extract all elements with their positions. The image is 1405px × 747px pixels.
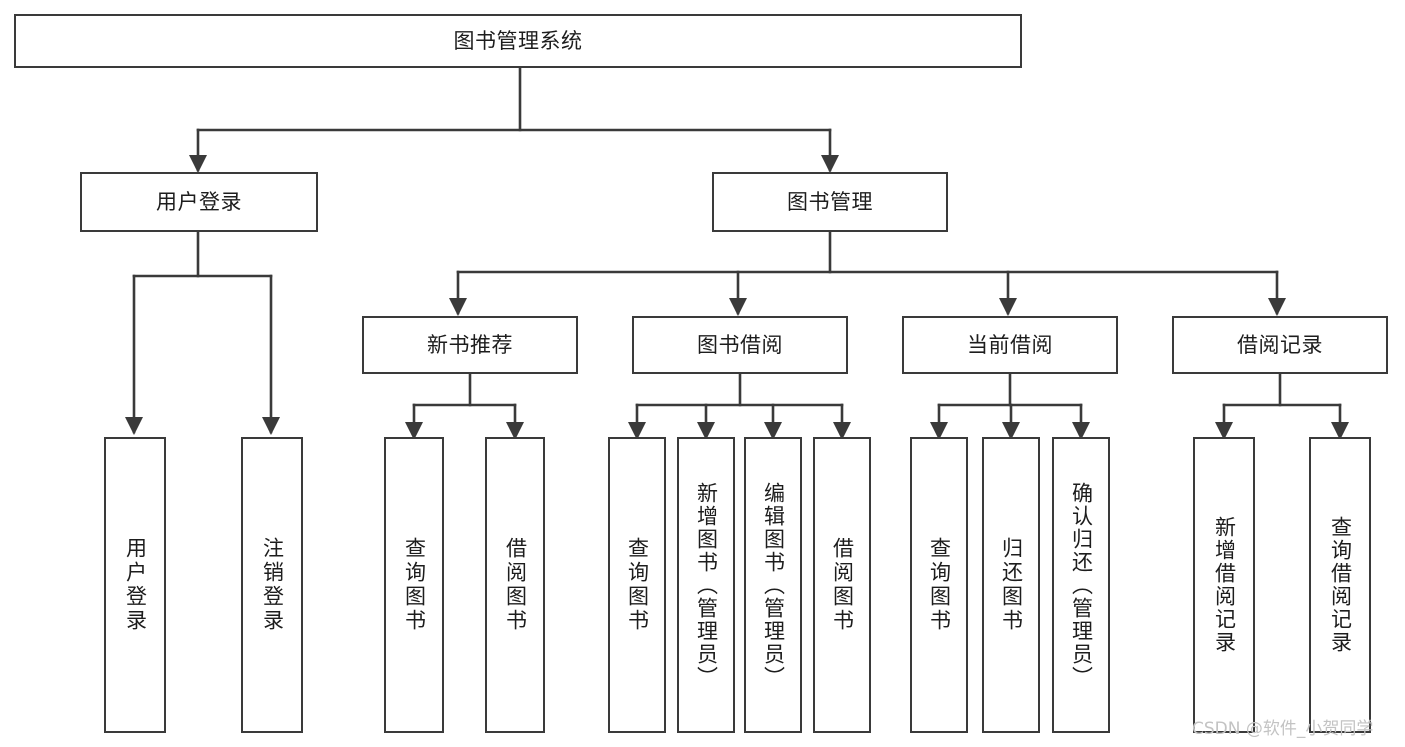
node-borrow-record-label: 借阅记录 xyxy=(1237,332,1323,357)
node-leaf-return-book-label: 归还图书 xyxy=(999,537,1024,633)
node-leaf-query-book-3[interactable]: 查询图书 xyxy=(910,437,968,733)
node-leaf-borrow-book-2[interactable]: 借阅图书 xyxy=(813,437,871,733)
node-leaf-user-login-label: 用户登录 xyxy=(123,537,148,633)
node-leaf-query-book-2-label: 查询图书 xyxy=(625,537,650,633)
node-leaf-query-book-3-label: 查询图书 xyxy=(927,537,952,633)
node-leaf-add-record[interactable]: 新增借阅记录 xyxy=(1193,437,1255,733)
node-leaf-user-logout-label: 注销登录 xyxy=(260,537,285,633)
node-leaf-borrow-book-2-label: 借阅图书 xyxy=(830,537,855,633)
node-root-label: 图书管理系统 xyxy=(453,28,583,53)
node-current-borrow[interactable]: 当前借阅 xyxy=(902,316,1118,374)
node-book-manage[interactable]: 图书管理 xyxy=(712,172,948,232)
node-leaf-return-book[interactable]: 归还图书 xyxy=(982,437,1040,733)
node-leaf-borrow-book-1-label: 借阅图书 xyxy=(503,537,528,633)
node-current-borrow-label: 当前借阅 xyxy=(967,332,1053,357)
node-book-borrow-label: 图书借阅 xyxy=(697,332,783,357)
node-leaf-borrow-book-1[interactable]: 借阅图书 xyxy=(485,437,545,733)
node-leaf-add-record-label: 新增借阅记录 xyxy=(1212,516,1237,654)
node-new-book-recommend-label: 新书推荐 xyxy=(427,332,513,357)
node-book-borrow[interactable]: 图书借阅 xyxy=(632,316,848,374)
node-leaf-user-logout[interactable]: 注销登录 xyxy=(241,437,303,733)
node-book-manage-label: 图书管理 xyxy=(787,189,873,214)
node-leaf-query-record-label: 查询借阅记录 xyxy=(1328,516,1353,654)
node-borrow-record[interactable]: 借阅记录 xyxy=(1172,316,1388,374)
node-leaf-query-record[interactable]: 查询借阅记录 xyxy=(1309,437,1371,733)
node-leaf-confirm-return-label: 确认归还（管理员） xyxy=(1069,481,1094,689)
node-root[interactable]: 图书管理系统 xyxy=(14,14,1022,68)
csdn-watermark: CSDN @软件_小贺同学 xyxy=(1192,719,1374,739)
node-leaf-add-book-label: 新增图书（管理员） xyxy=(694,481,719,689)
node-new-book-recommend[interactable]: 新书推荐 xyxy=(362,316,578,374)
node-leaf-edit-book[interactable]: 编辑图书（管理员） xyxy=(744,437,802,733)
node-leaf-edit-book-label: 编辑图书（管理员） xyxy=(761,481,786,689)
node-user-login-label: 用户登录 xyxy=(156,189,242,214)
node-user-login[interactable]: 用户登录 xyxy=(80,172,318,232)
node-leaf-confirm-return[interactable]: 确认归还（管理员） xyxy=(1052,437,1110,733)
node-leaf-add-book[interactable]: 新增图书（管理员） xyxy=(677,437,735,733)
node-leaf-query-book-1-label: 查询图书 xyxy=(402,537,427,633)
node-leaf-query-book-2[interactable]: 查询图书 xyxy=(608,437,666,733)
node-leaf-query-book-1[interactable]: 查询图书 xyxy=(384,437,444,733)
node-leaf-user-login[interactable]: 用户登录 xyxy=(104,437,166,733)
